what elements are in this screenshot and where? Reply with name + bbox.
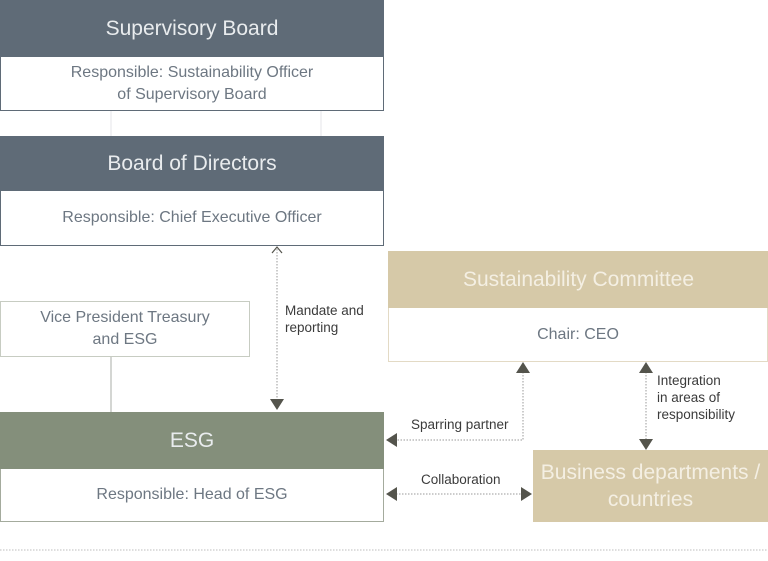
collaboration-arrow-right-icon [521,487,532,501]
board-of-directors-title: Board of Directors [0,136,384,191]
sustainability-committee-title: Sustainability Committee [388,251,768,308]
esg-box: ESG Responsible: Head of ESG [0,412,384,522]
collaboration-label: Collaboration [421,472,501,487]
mandate-arrow-up-icon [271,246,283,254]
sustainability-committee-box: Sustainability Committee Chair: CEO [388,251,768,362]
sparring-partner-label: Sparring partner [411,417,509,432]
mandate-reporting-label: Mandate and reporting [285,303,364,335]
supervisory-board-title: Supervisory Board [0,0,384,57]
sparring-arrow-up-icon [516,362,530,373]
collaboration-arrow-left-icon [386,487,397,501]
supervisory-board-responsible: Responsible: Sustainability Officer of S… [1,57,383,110]
mandate-arrow-down-icon [270,399,284,410]
integration-label: Integration in areas of responsibility [657,373,736,422]
sparring-arrow-left-icon [386,433,397,447]
board-of-directors-responsible: Responsible: Chief Executive Officer [1,191,383,245]
esg-title: ESG [0,412,384,469]
vice-president-box: Vice President Treasury and ESG [0,301,250,357]
integration-arrow-down-icon [639,439,653,450]
integration-arrow-up-icon [639,362,653,373]
board-of-directors-box: Board of Directors Responsible: Chief Ex… [0,136,384,246]
business-departments-box: Business departments / countries [533,450,768,522]
supervisory-board-box: Supervisory Board Responsible: Sustainab… [0,0,384,111]
sustainability-committee-chair: Chair: CEO [389,308,767,361]
esg-responsible: Responsible: Head of ESG [1,469,383,521]
